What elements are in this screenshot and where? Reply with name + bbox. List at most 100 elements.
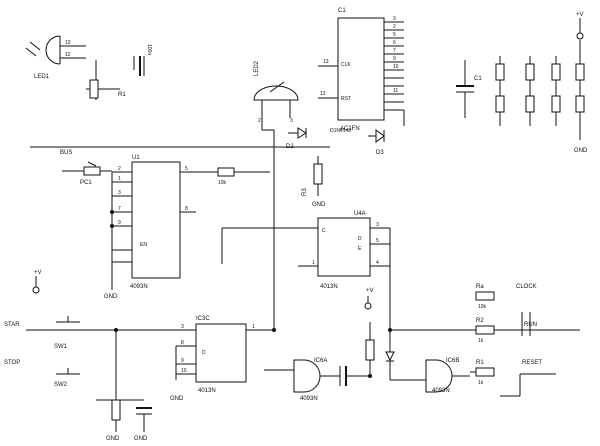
u4a-pin-4: 4 [376, 260, 379, 266]
resistor-pc1: PC1 [62, 161, 112, 186]
c1-rst-label: RST [341, 96, 351, 102]
cap-top-value: 100n [146, 44, 152, 55]
vplus-mid: +V [364, 288, 374, 310]
phototransistor-center: 2 3 LED2 [253, 60, 299, 124]
cll-gnd: GND [134, 436, 148, 442]
d2-label: D2 [286, 144, 294, 150]
u4a-part: 4013N [320, 284, 338, 290]
rll-gnd: GND [106, 436, 120, 442]
clock-output: CLOCK RUN [516, 284, 537, 336]
pt-pin-12: 12 [65, 52, 71, 58]
sw2-label: SW2 [54, 382, 68, 388]
cap-bank-label: C1 [474, 76, 482, 82]
junction-3 [388, 328, 392, 332]
u4a-d-label: D [358, 236, 362, 242]
junction-1 [272, 328, 276, 332]
r1-out-label: R1 [476, 360, 484, 366]
ic6a-part: 4093N [300, 396, 318, 402]
u4a-in-label: C [322, 228, 326, 234]
cap-low-left: GND [134, 407, 152, 442]
c1-pin-11: 11 [393, 88, 398, 94]
diode-ic6b [385, 326, 395, 380]
pt-pin-13: 13 [65, 40, 71, 46]
ptc-pin-2: 2 [258, 118, 261, 124]
clock-label: CLOCK [516, 284, 537, 290]
chip-c1-name: C1 [338, 8, 346, 14]
ic3c-gnd: GND [170, 396, 184, 402]
resistor-r2: R2 1k [390, 318, 580, 344]
u1-gnd-label: GND [104, 294, 118, 300]
resistor-r3: R3 GND [302, 156, 326, 208]
ic6b-part: 4093N [432, 388, 450, 394]
ic6b-name: IC6B [446, 358, 459, 364]
resistor-r1-out: R1 1k [470, 360, 495, 386]
ic3c-pin-9: 9 [181, 358, 184, 364]
ra-label: Ra [476, 284, 484, 290]
junction-2 [114, 328, 118, 332]
star-label: STAR [4, 322, 20, 328]
u4a-pin-1: 1 [312, 260, 315, 266]
run-label: RUN [524, 322, 537, 328]
r3-gnd: GND [312, 202, 326, 208]
ra-value: 10k [478, 304, 487, 310]
chip-u1: U1 4093N 2 1 3 7 9 5 8 EN GND [104, 155, 210, 300]
resistor-mid-v [365, 322, 375, 376]
phototransistor-top-left: 13 12 LED1 [25, 35, 86, 80]
cap-bank-right: C1 GND [456, 40, 588, 154]
u1-part: 4093N [130, 284, 148, 290]
c1-pin-13: 13 [320, 91, 326, 97]
reset-output: RESET [500, 360, 556, 397]
gate-ic6b: IC6B 4093N [390, 358, 470, 394]
resistor-ra: Ra 10k [475, 284, 495, 310]
gate-ic6a: IC6A 4093N [264, 358, 340, 402]
r2-label: R2 [476, 318, 484, 324]
chip-c1-part: AC1FN [340, 126, 360, 132]
vplus-mid-label: +V [366, 288, 374, 294]
c1-clk-label: CLK [341, 62, 351, 68]
u1-pin-8: 8 [185, 206, 188, 212]
potentiometer-top: R1 [86, 79, 126, 99]
ic3c-pin-8: 8 [181, 340, 184, 346]
u4a-pin-3: 3 [376, 222, 379, 228]
vplus-right-label: +V [576, 12, 584, 18]
u1-pin-9: 9 [118, 220, 121, 226]
vplus-left: +V [32, 270, 42, 294]
u4a-name: U4A [354, 211, 366, 217]
ic6a-name: IC6A [314, 358, 327, 364]
pc1-label: PC1 [80, 180, 92, 186]
ic3c-pin-1: 1 [252, 324, 255, 330]
resistor-low-left: GND [106, 399, 121, 442]
junction-4 [368, 374, 372, 378]
ic3c-pin-10: 10 [181, 368, 187, 374]
pt-label: LED1 [34, 74, 50, 80]
resistor-top-u1: 10k [210, 167, 270, 186]
res-u1-value: 10k [218, 180, 227, 186]
c1-pin-2: 2 [393, 24, 396, 30]
u1-pin-5: 5 [185, 166, 188, 172]
u4a-pin-5: 5 [376, 238, 379, 244]
junction-6 [110, 224, 114, 228]
ic3c-part: 4013N [198, 388, 216, 394]
r3-label: R3 [302, 188, 308, 196]
ic3c-name: IC3C [196, 316, 210, 322]
u1-pin-3: 3 [118, 190, 121, 196]
chip-c1: C1 AC1FN CLK RST 3 2 5 6 7 9 10 11 13 13 [318, 8, 405, 132]
d3-label: D3 [376, 150, 384, 156]
switch-sw2: STOP SW2 [4, 360, 80, 388]
u1-pin-7: 7 [118, 206, 121, 212]
ic3c-pin-3: 3 [181, 324, 184, 330]
diode-d3: D3 [368, 129, 385, 156]
c1-pin-6: 6 [393, 40, 396, 46]
vplus-right: +V [576, 12, 584, 40]
sw1-label: SW1 [54, 344, 68, 350]
cap-ic6a [339, 366, 370, 386]
junction-5 [110, 210, 114, 214]
stop-label: STOP [4, 360, 20, 366]
bus-label: BUS [60, 150, 72, 156]
u1-inner-label: EN [140, 242, 147, 248]
chip-ic3c: IC3C 4013N 3 8 9 10 1 D GND [170, 316, 274, 402]
r1-out-value: 1k [478, 380, 484, 386]
diode-note: D1N4148 [330, 128, 351, 134]
cap-bank-gnd: GND [574, 148, 588, 154]
